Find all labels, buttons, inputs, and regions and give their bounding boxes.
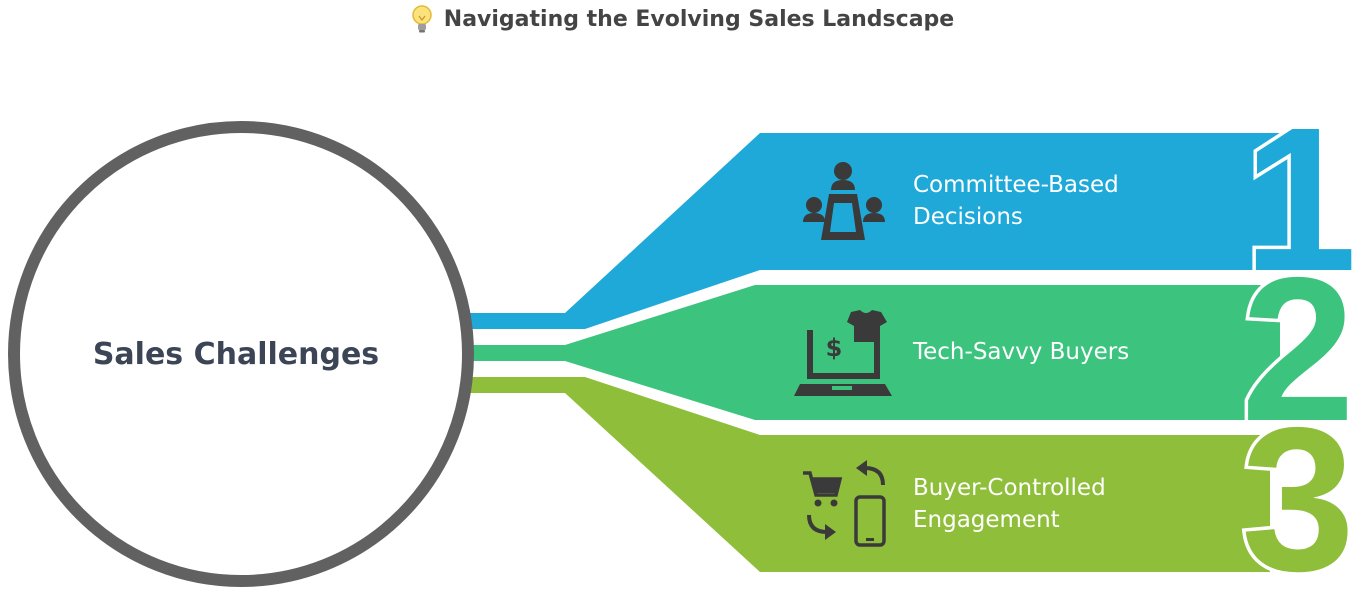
meeting-table-icon [803, 162, 885, 240]
item-label-1-line-2: Decisions [913, 204, 1023, 230]
band-3 [455, 377, 1270, 572]
hub-label: Sales Challenges [93, 337, 379, 372]
page-title: Navigating the Evolving Sales Landscape [443, 6, 955, 32]
laptop-shopping-icon: $ [794, 310, 892, 396]
item-number-1: 1 [1243, 85, 1357, 314]
item-label-2-line-1: Tech-Savvy Buyers [912, 339, 1129, 365]
item-number-2: 2 [1241, 235, 1355, 464]
cart-phone-sync-icon [803, 460, 886, 547]
item-number-3: 3 [1241, 385, 1355, 592]
item-label-1-line-1: Committee-Based [913, 172, 1119, 198]
band-2 [458, 285, 1280, 420]
item-label-1: Committee-Based Decisions [913, 172, 1126, 230]
hub-circle [8, 121, 474, 587]
item-label-2: Tech-Savvy Buyers [912, 339, 1129, 365]
item-label-3: Buyer-Controlled Engagement [913, 475, 1113, 533]
svg-text:$: $ [826, 334, 843, 362]
lightbulb-icon [412, 5, 432, 33]
item-label-3-line-2: Engagement [913, 507, 1060, 533]
band-1 [455, 133, 1300, 329]
item-label-3-line-1: Buyer-Controlled [913, 475, 1106, 501]
title-row: Navigating the Evolving Sales Landscape [0, 0, 1364, 38]
